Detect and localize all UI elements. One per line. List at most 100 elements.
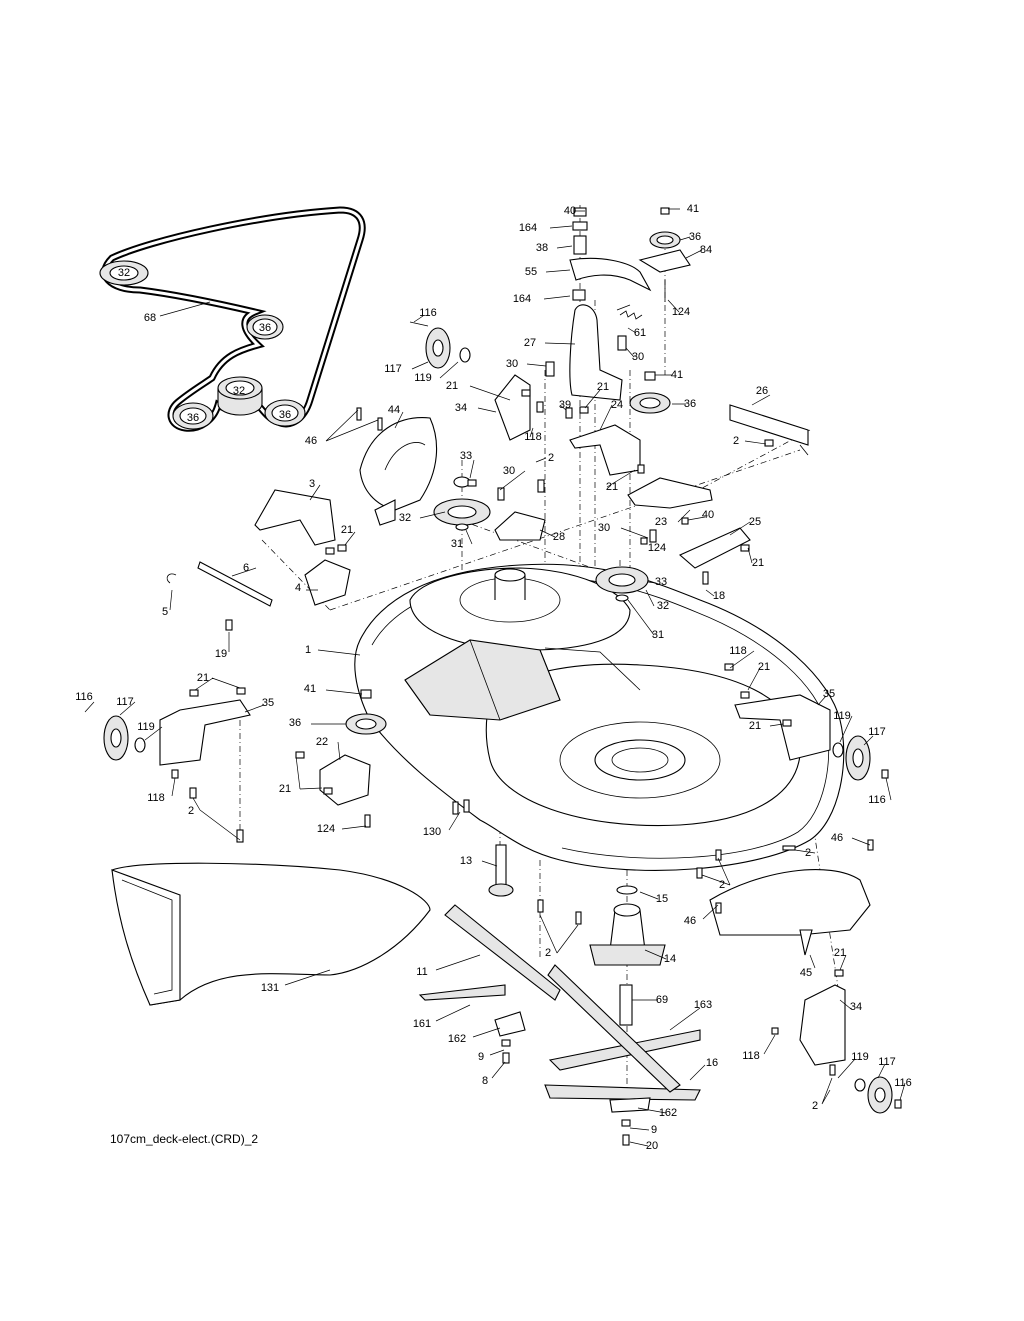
callout-2: 2 (805, 847, 811, 859)
callout-19: 19 (215, 648, 227, 660)
mower-deck (354, 563, 845, 871)
bracket-23 (627, 477, 713, 509)
callout-118: 118 (729, 645, 747, 657)
callout-2: 2 (548, 452, 554, 464)
pulley-32-top (99, 260, 149, 286)
callout-13: 13 (460, 855, 472, 867)
pulley-32-main (433, 476, 491, 531)
callout-21: 21 (834, 947, 846, 959)
callout-16: 16 (706, 1057, 718, 1069)
bracket-3 (254, 489, 336, 546)
rod-6 (166, 561, 273, 607)
blade-right (544, 964, 701, 1113)
gauge-wheel-right (832, 735, 871, 781)
callout-33: 33 (460, 450, 472, 462)
callout-8: 8 (482, 1075, 488, 1087)
callout-39: 39 (559, 399, 571, 411)
callout-36: 36 (684, 398, 696, 410)
gauge-wheel-bottom (854, 1076, 893, 1114)
callout-163: 163 (694, 999, 712, 1011)
callout-15: 15 (656, 893, 668, 905)
bracket-26 (729, 404, 809, 456)
callout-46: 46 (305, 435, 317, 447)
callout-30: 30 (506, 358, 518, 370)
pulley-32-center (217, 376, 263, 416)
callout-41: 41 (671, 369, 683, 381)
callout-34: 34 (850, 1001, 862, 1013)
pulley-36-deck (345, 689, 387, 735)
hardware-fasteners (171, 389, 902, 1146)
callout-11: 11 (416, 966, 427, 978)
pulley-36-left (172, 402, 214, 430)
callout-118: 118 (742, 1050, 760, 1062)
belt-label-68: 68 (144, 312, 156, 324)
callout-124: 124 (648, 542, 666, 554)
spindle-housing-14 (589, 885, 666, 1026)
callout-21: 21 (752, 557, 764, 569)
callout-2: 2 (545, 947, 551, 959)
callout-35: 35 (262, 697, 274, 709)
callout-61: 61 (634, 327, 646, 339)
drawing-reference: 107cm_deck-elect.(CRD)_2 (110, 1132, 259, 1146)
callout-84: 84 (700, 244, 712, 256)
callout-32: 32 (657, 600, 669, 612)
callout-21: 21 (279, 783, 291, 795)
callout-30: 30 (598, 522, 610, 534)
callout-28: 28 (553, 531, 565, 543)
callout-2: 2 (188, 805, 194, 817)
callout-131: 131 (261, 982, 279, 994)
discharge-chute (111, 862, 431, 1006)
callout-32: 32 (399, 512, 411, 524)
callout-27: 27 (524, 337, 536, 349)
pulley-32-secondary (595, 566, 649, 602)
callout-44: 44 (388, 404, 400, 416)
callout-36: 36 (689, 231, 701, 243)
callout-4: 4 (295, 582, 301, 594)
bracket-34-top (494, 374, 531, 441)
callout-21: 21 (606, 481, 618, 493)
belt-label-36: 36 (259, 322, 271, 334)
callout-119: 119 (851, 1051, 869, 1063)
callout-35: 35 (823, 688, 835, 700)
callout-36: 36 (289, 717, 301, 729)
callout-24: 24 (611, 399, 623, 411)
callout-116: 116 (75, 691, 93, 703)
callout-116: 116 (868, 794, 886, 806)
callout-117: 117 (878, 1056, 896, 1068)
callout-9: 9 (651, 1124, 657, 1136)
belt-label-32: 32 (233, 385, 245, 397)
callout-46: 46 (684, 915, 696, 927)
callout-118: 118 (147, 792, 165, 804)
callout-55: 55 (525, 266, 537, 278)
callout-2: 2 (812, 1100, 818, 1112)
callout-21: 21 (197, 672, 209, 684)
callout-69: 69 (656, 994, 668, 1006)
callout-34: 34 (455, 402, 467, 414)
pulley-36-right (246, 314, 284, 340)
callout-21: 21 (758, 661, 770, 673)
callout-3: 3 (309, 478, 315, 490)
bracket-4 (304, 559, 351, 606)
callout-124: 124 (672, 306, 690, 318)
callout-21: 21 (597, 381, 609, 393)
callout-116: 116 (894, 1077, 912, 1089)
callout-164: 164 (519, 222, 537, 234)
bracket-35-right (734, 694, 831, 761)
callout-33: 33 (655, 576, 667, 588)
bracket-28 (494, 511, 546, 541)
callout-161: 161 (413, 1018, 431, 1030)
callout-26: 26 (756, 385, 768, 397)
callout-5: 5 (162, 606, 168, 618)
gauge-wheel-top (409, 321, 471, 369)
callout-22: 22 (316, 736, 328, 748)
callout-116: 116 (419, 307, 437, 319)
callout-124: 124 (317, 823, 335, 835)
callout-118: 118 (524, 431, 542, 443)
blade-left (418, 904, 561, 1037)
callout-23: 23 (655, 516, 667, 528)
callout-1: 1 (305, 644, 311, 656)
callout-9: 9 (478, 1051, 484, 1063)
